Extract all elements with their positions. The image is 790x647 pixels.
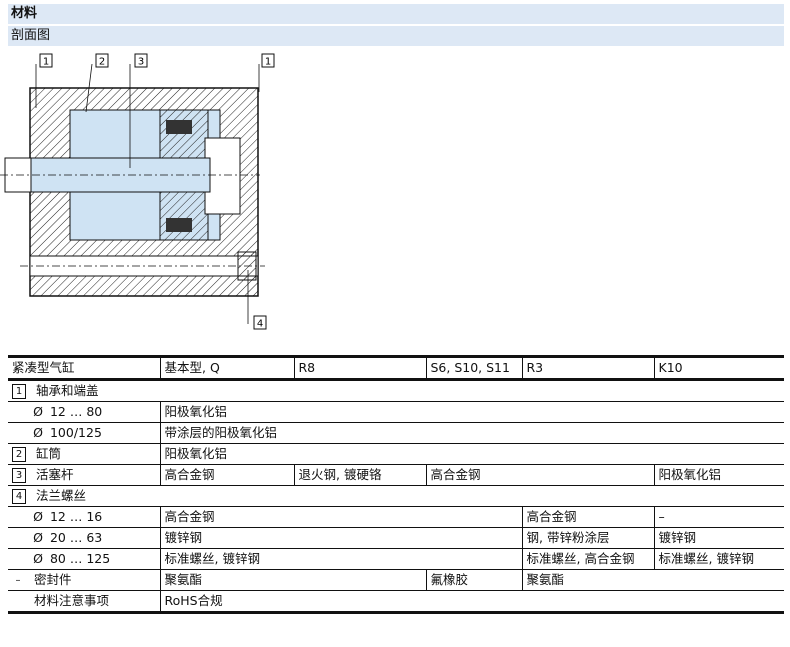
table-row: 材料注意事项 RoHS合规 bbox=[8, 590, 784, 614]
row-label: 20 … 63 bbox=[49, 530, 103, 545]
cross-section-drawing: 1 2 3 1 4 bbox=[0, 53, 275, 330]
callout-number: – bbox=[15, 575, 21, 586]
table-row: 2 缸筒 阳极氧化铝 bbox=[8, 443, 784, 465]
cell-value: 氟橡胶 bbox=[425, 569, 522, 591]
column-header: 紧凑型气缸 bbox=[8, 355, 160, 381]
cell-value: 镀锌钢 bbox=[653, 527, 784, 549]
table-row: Ø 12 … 16 高合金钢 高合金钢 – bbox=[8, 506, 784, 528]
svg-text:1: 1 bbox=[265, 57, 271, 68]
svg-text:3: 3 bbox=[138, 57, 144, 68]
row-label: 12 … 80 bbox=[49, 404, 103, 419]
cell-value: RoHS合规 bbox=[159, 590, 784, 614]
cell-value: 镀锌钢 bbox=[159, 527, 522, 549]
callout-4: 4 bbox=[253, 315, 267, 330]
callout-number: 4 bbox=[12, 489, 26, 504]
table-row: – 密封件 聚氨酯 氟橡胶 聚氨酯 bbox=[8, 569, 784, 591]
table-row: Ø 20 … 63 镀锌钢 钢, 带锌粉涂层 镀锌钢 bbox=[8, 527, 784, 549]
row-label: 80 … 125 bbox=[49, 551, 111, 566]
column-header: R8 bbox=[293, 355, 426, 381]
cell-value: 高合金钢 bbox=[521, 506, 654, 528]
row-label: 法兰螺丝 bbox=[36, 488, 87, 503]
diameter-icon: Ø bbox=[33, 551, 43, 566]
table-row: Ø 100/125 带涂层的阳极氧化铝 bbox=[8, 422, 784, 444]
column-header: K10 bbox=[653, 355, 784, 381]
row-label: 100/125 bbox=[49, 425, 102, 440]
callout-number: 1 bbox=[12, 384, 26, 399]
cell-value: 标准螺丝, 镀锌钢 bbox=[653, 548, 784, 570]
materials-table: 紧凑型气缸 基本型, Q R8 S6, S10, S11 R3 K10 1 轴承和… bbox=[8, 355, 784, 614]
row-label: 缸筒 bbox=[36, 446, 62, 461]
callout-1-left: 1 bbox=[39, 53, 53, 68]
row-label: 材料注意事项 bbox=[34, 593, 110, 608]
callout-2: 2 bbox=[95, 53, 109, 68]
cell-value: 带涂层的阳极氧化铝 bbox=[159, 422, 784, 444]
table-row: 4 法兰螺丝 bbox=[8, 485, 784, 507]
cell-value: 标准螺丝, 高合金钢 bbox=[521, 548, 654, 570]
table-row: 1 轴承和端盖 bbox=[8, 379, 784, 402]
cell-value: 退火钢, 镀硬铬 bbox=[293, 464, 426, 486]
column-header: S6, S10, S11 bbox=[425, 355, 522, 381]
callout-number: 2 bbox=[12, 447, 26, 462]
row-label: 密封件 bbox=[34, 572, 72, 587]
row-label: 轴承和端盖 bbox=[36, 383, 99, 398]
cell-value: 高合金钢 bbox=[159, 506, 522, 528]
column-header: 基本型, Q bbox=[159, 355, 294, 381]
table-header-row: 紧凑型气缸 基本型, Q R8 S6, S10, S11 R3 K10 bbox=[8, 355, 784, 381]
column-header: R3 bbox=[521, 355, 654, 381]
section-title: 材料 bbox=[8, 4, 784, 24]
cell-value: 高合金钢 bbox=[159, 464, 294, 486]
callout-number: 3 bbox=[12, 468, 26, 483]
cell-value: 标准螺丝, 镀锌钢 bbox=[159, 548, 522, 570]
svg-text:1: 1 bbox=[43, 57, 49, 68]
cell-value: 高合金钢 bbox=[425, 464, 654, 486]
diameter-icon: Ø bbox=[33, 425, 43, 440]
cell-value: – bbox=[653, 506, 784, 528]
callout-1-right: 1 bbox=[261, 53, 275, 68]
cell-value: 聚氨酯 bbox=[159, 569, 426, 591]
diameter-icon: Ø bbox=[33, 404, 43, 419]
cell-value: 聚氨酯 bbox=[521, 569, 784, 591]
cell-value: 阳极氧化铝 bbox=[159, 401, 784, 423]
diameter-icon: Ø bbox=[33, 530, 43, 545]
callout-3: 3 bbox=[134, 53, 148, 68]
table-row: Ø 12 … 80 阳极氧化铝 bbox=[8, 401, 784, 423]
subsection-title: 剖面图 bbox=[8, 26, 784, 46]
table-row: 3 活塞杆 高合金钢 退火钢, 镀硬铬 高合金钢 阳极氧化铝 bbox=[8, 464, 784, 486]
row-label: 12 … 16 bbox=[49, 509, 103, 524]
svg-text:4: 4 bbox=[257, 319, 263, 330]
row-label: 活塞杆 bbox=[36, 467, 74, 482]
cell-value: 钢, 带锌粉涂层 bbox=[521, 527, 654, 549]
table-row: Ø 80 … 125 标准螺丝, 镀锌钢 标准螺丝, 高合金钢 标准螺丝, 镀锌… bbox=[8, 548, 784, 570]
cell-value: 阳极氧化铝 bbox=[653, 464, 784, 486]
diameter-icon: Ø bbox=[33, 509, 43, 524]
cell-value: 阳极氧化铝 bbox=[159, 443, 784, 465]
svg-text:2: 2 bbox=[99, 57, 105, 68]
